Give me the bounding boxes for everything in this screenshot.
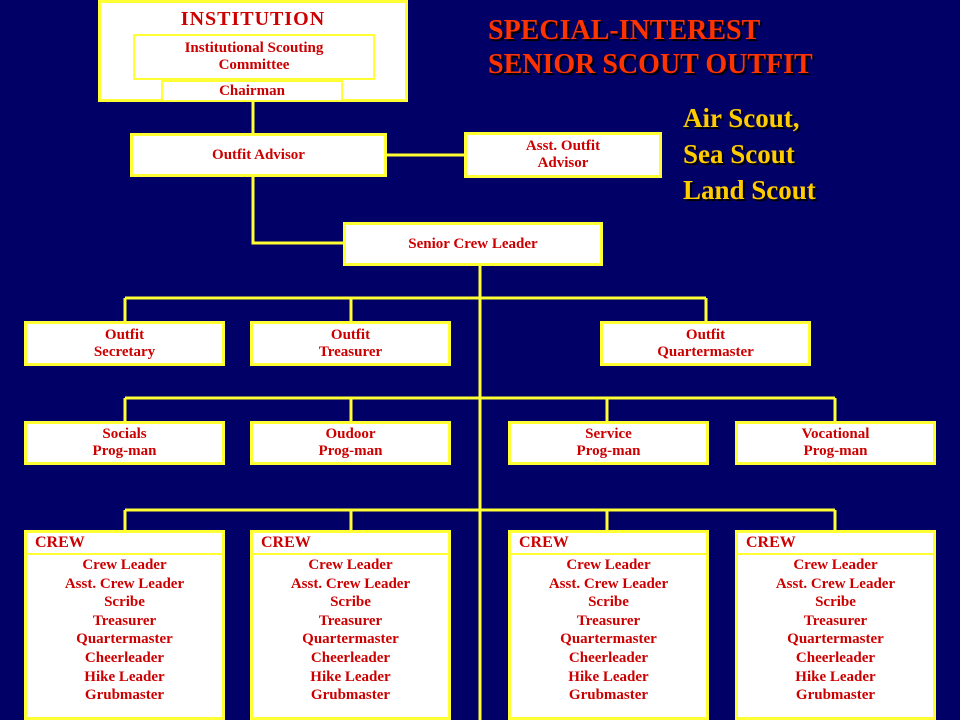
crew-member: Grubmaster (568, 687, 649, 704)
crew-member: Cheerleader (84, 649, 165, 666)
senior-crew-leader-box: Senior Crew Leader (343, 222, 603, 266)
outdoor-progman-box: Oudoor Prog-man (250, 421, 451, 465)
progman-3-line-1: Service (585, 426, 632, 442)
service-progman-box: Service Prog-man (508, 421, 709, 465)
chart-title: SPECIAL-INTEREST SENIOR SCOUT OUTFIT (488, 14, 813, 82)
crew-member: Scribe (815, 594, 856, 611)
title-line-2: SENIOR SCOUT OUTFIT (488, 49, 813, 80)
officer-1-line-1: Outfit (104, 326, 145, 343)
crew-2-members: Crew Leader Asst. Crew Leader Scribe Tre… (291, 555, 410, 705)
crew-box-4: CREW Crew Leader Asst. Crew Leader Scrib… (735, 530, 936, 720)
crew-member: Cheerleader (568, 649, 649, 666)
crew-box-3: CREW Crew Leader Asst. Crew Leader Scrib… (508, 530, 709, 720)
outfit-quartermaster-box: Outfit Quartermaster (600, 321, 811, 366)
crew-member: Crew Leader (793, 557, 878, 573)
institution-box: INSTITUTION Institutional Scouting Commi… (98, 0, 408, 102)
crew-1-head: CREW (27, 533, 222, 555)
progman-4-line-1: Vocational (801, 426, 870, 442)
crew-member: Scribe (588, 594, 629, 611)
officer-1-line-2: Secretary (93, 343, 156, 360)
crew-member: Quartermaster (76, 631, 173, 648)
institution-title: INSTITUTION (180, 8, 326, 30)
progman-2-line-2: Prog-man (318, 443, 383, 459)
crew-member: Hike Leader (310, 668, 391, 685)
committee-line-1: Institutional Scouting (184, 40, 324, 56)
committee-line-2: Committee (218, 57, 290, 73)
officer-3-line-1: Outfit (685, 326, 726, 343)
officer-2-line-1: Outfit (330, 326, 371, 343)
crew-member: Cheerleader (795, 649, 876, 666)
crew-3-members: Crew Leader Asst. Crew Leader Scribe Tre… (549, 555, 668, 705)
crew-member: Hike Leader (84, 668, 165, 685)
crew-member: Crew Leader (308, 557, 393, 573)
chairman-label: Chairman (219, 82, 285, 99)
progman-2-line-1: Oudoor (325, 426, 376, 442)
scout-type-air: Air Scout, (683, 103, 800, 133)
crew-member: Grubmaster (310, 687, 391, 704)
senior-crew-leader-label: Senior Crew Leader (408, 235, 538, 252)
crew-member: Asst. Crew Leader (548, 575, 669, 592)
officer-3-line-2: Quartermaster (657, 343, 754, 360)
crew-member: Grubmaster (84, 687, 165, 704)
crew-member: Scribe (104, 594, 145, 611)
progman-3-line-2: Prog-man (576, 443, 641, 459)
crew-member: Scribe (330, 594, 371, 611)
crew-3-head: CREW (511, 533, 706, 555)
crew-member: Crew Leader (566, 557, 651, 573)
crew-2-head: CREW (253, 533, 448, 555)
crew-4-members: Crew Leader Asst. Crew Leader Scribe Tre… (776, 555, 895, 705)
scout-type-land: Land Scout (683, 175, 816, 205)
scout-types: Air Scout, Sea Scout Land Scout (683, 100, 816, 208)
crew-1-members: Crew Leader Asst. Crew Leader Scribe Tre… (65, 555, 184, 705)
crew-member: Hike Leader (568, 668, 649, 685)
asst-advisor-line-1: Asst. Outfit (525, 138, 601, 154)
officer-2-line-2: Treasurer (318, 343, 383, 360)
outfit-secretary-box: Outfit Secretary (24, 321, 225, 366)
crew-member: Asst. Crew Leader (64, 575, 185, 592)
crew-box-2: CREW Crew Leader Asst. Crew Leader Scrib… (250, 530, 451, 720)
crew-member: Asst. Crew Leader (775, 575, 896, 592)
progman-1-line-1: Socials (102, 426, 147, 442)
socials-progman-box: Socials Prog-man (24, 421, 225, 465)
title-line-1: SPECIAL-INTEREST (488, 15, 761, 46)
crew-member: Quartermaster (787, 631, 884, 648)
committee-box: Institutional Scouting Committee (133, 34, 375, 80)
crew-member: Grubmaster (795, 687, 876, 704)
crew-4-head: CREW (738, 533, 933, 555)
chairman-box: Chairman (161, 80, 343, 102)
progman-4-line-2: Prog-man (803, 443, 868, 459)
crew-member: Crew Leader (82, 557, 167, 573)
scout-type-sea: Sea Scout (683, 139, 795, 169)
vocational-progman-box: Vocational Prog-man (735, 421, 936, 465)
crew-member: Treasurer (576, 612, 641, 629)
crew-member: Quartermaster (560, 631, 657, 648)
crew-member: Quartermaster (302, 631, 399, 648)
asst-outfit-advisor-box: Asst. Outfit Advisor (464, 132, 662, 178)
crew-box-1: CREW Crew Leader Asst. Crew Leader Scrib… (24, 530, 225, 720)
crew-member: Asst. Crew Leader (290, 575, 411, 592)
asst-advisor-line-2: Advisor (537, 155, 589, 171)
outfit-advisor-label: Outfit Advisor (212, 146, 305, 163)
progman-1-line-2: Prog-man (92, 443, 157, 459)
crew-member: Hike Leader (795, 668, 876, 685)
crew-member: Treasurer (92, 612, 157, 629)
crew-member: Treasurer (318, 612, 383, 629)
outfit-advisor-box: Outfit Advisor (130, 133, 387, 177)
crew-member: Cheerleader (310, 649, 391, 666)
crew-member: Treasurer (803, 612, 868, 629)
outfit-treasurer-box: Outfit Treasurer (250, 321, 451, 366)
connector-advisor-senior (251, 177, 344, 245)
